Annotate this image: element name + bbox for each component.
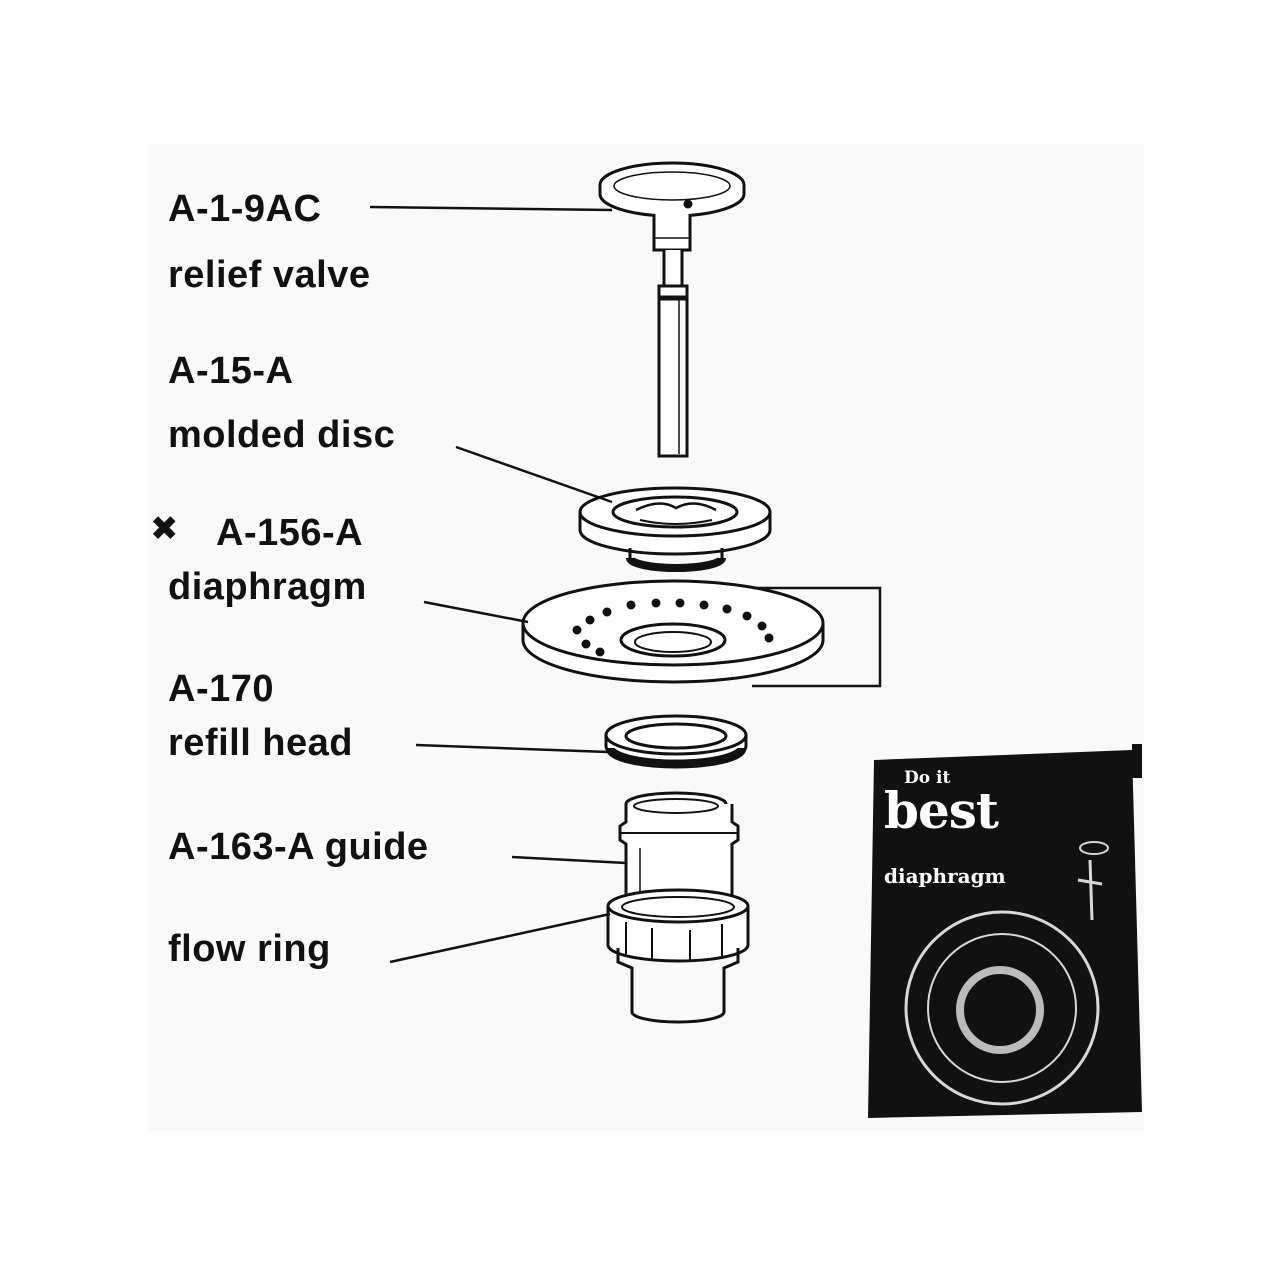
callout-molded-disc-code: A-15-A bbox=[168, 350, 294, 392]
callout-flow-ring: flow ring bbox=[168, 928, 331, 970]
guide-part bbox=[618, 791, 740, 900]
callout-diaphragm-code: A-156-A bbox=[216, 512, 364, 554]
molded-disc-part bbox=[578, 486, 772, 572]
relief-valve-part bbox=[598, 161, 746, 458]
callout-guide: A-163-A guide bbox=[168, 826, 429, 868]
package-card bbox=[868, 744, 1142, 1118]
package-product-name: diaphragm bbox=[884, 864, 1006, 888]
replacement-marker: ✖ bbox=[150, 509, 179, 549]
callout-refill-head-code: A-170 bbox=[168, 668, 274, 710]
callout-relief-valve-name: relief valve bbox=[168, 254, 371, 296]
refill-head-part bbox=[604, 714, 748, 769]
callout-molded-disc-name: molded disc bbox=[168, 414, 396, 456]
callout-diaphragm-name: diaphragm bbox=[168, 566, 367, 608]
diaphragm-part bbox=[521, 579, 825, 684]
package-brand-logo: best bbox=[884, 781, 999, 840]
flow-ring-part bbox=[606, 888, 750, 1024]
leader-lines bbox=[369, 205, 627, 964]
callout-refill-head-name: refill head bbox=[168, 722, 353, 764]
kit-bracket bbox=[752, 586, 882, 688]
package-brand-top: Do it bbox=[904, 768, 951, 788]
callout-relief-valve-code: A-1-9AC bbox=[168, 188, 322, 230]
